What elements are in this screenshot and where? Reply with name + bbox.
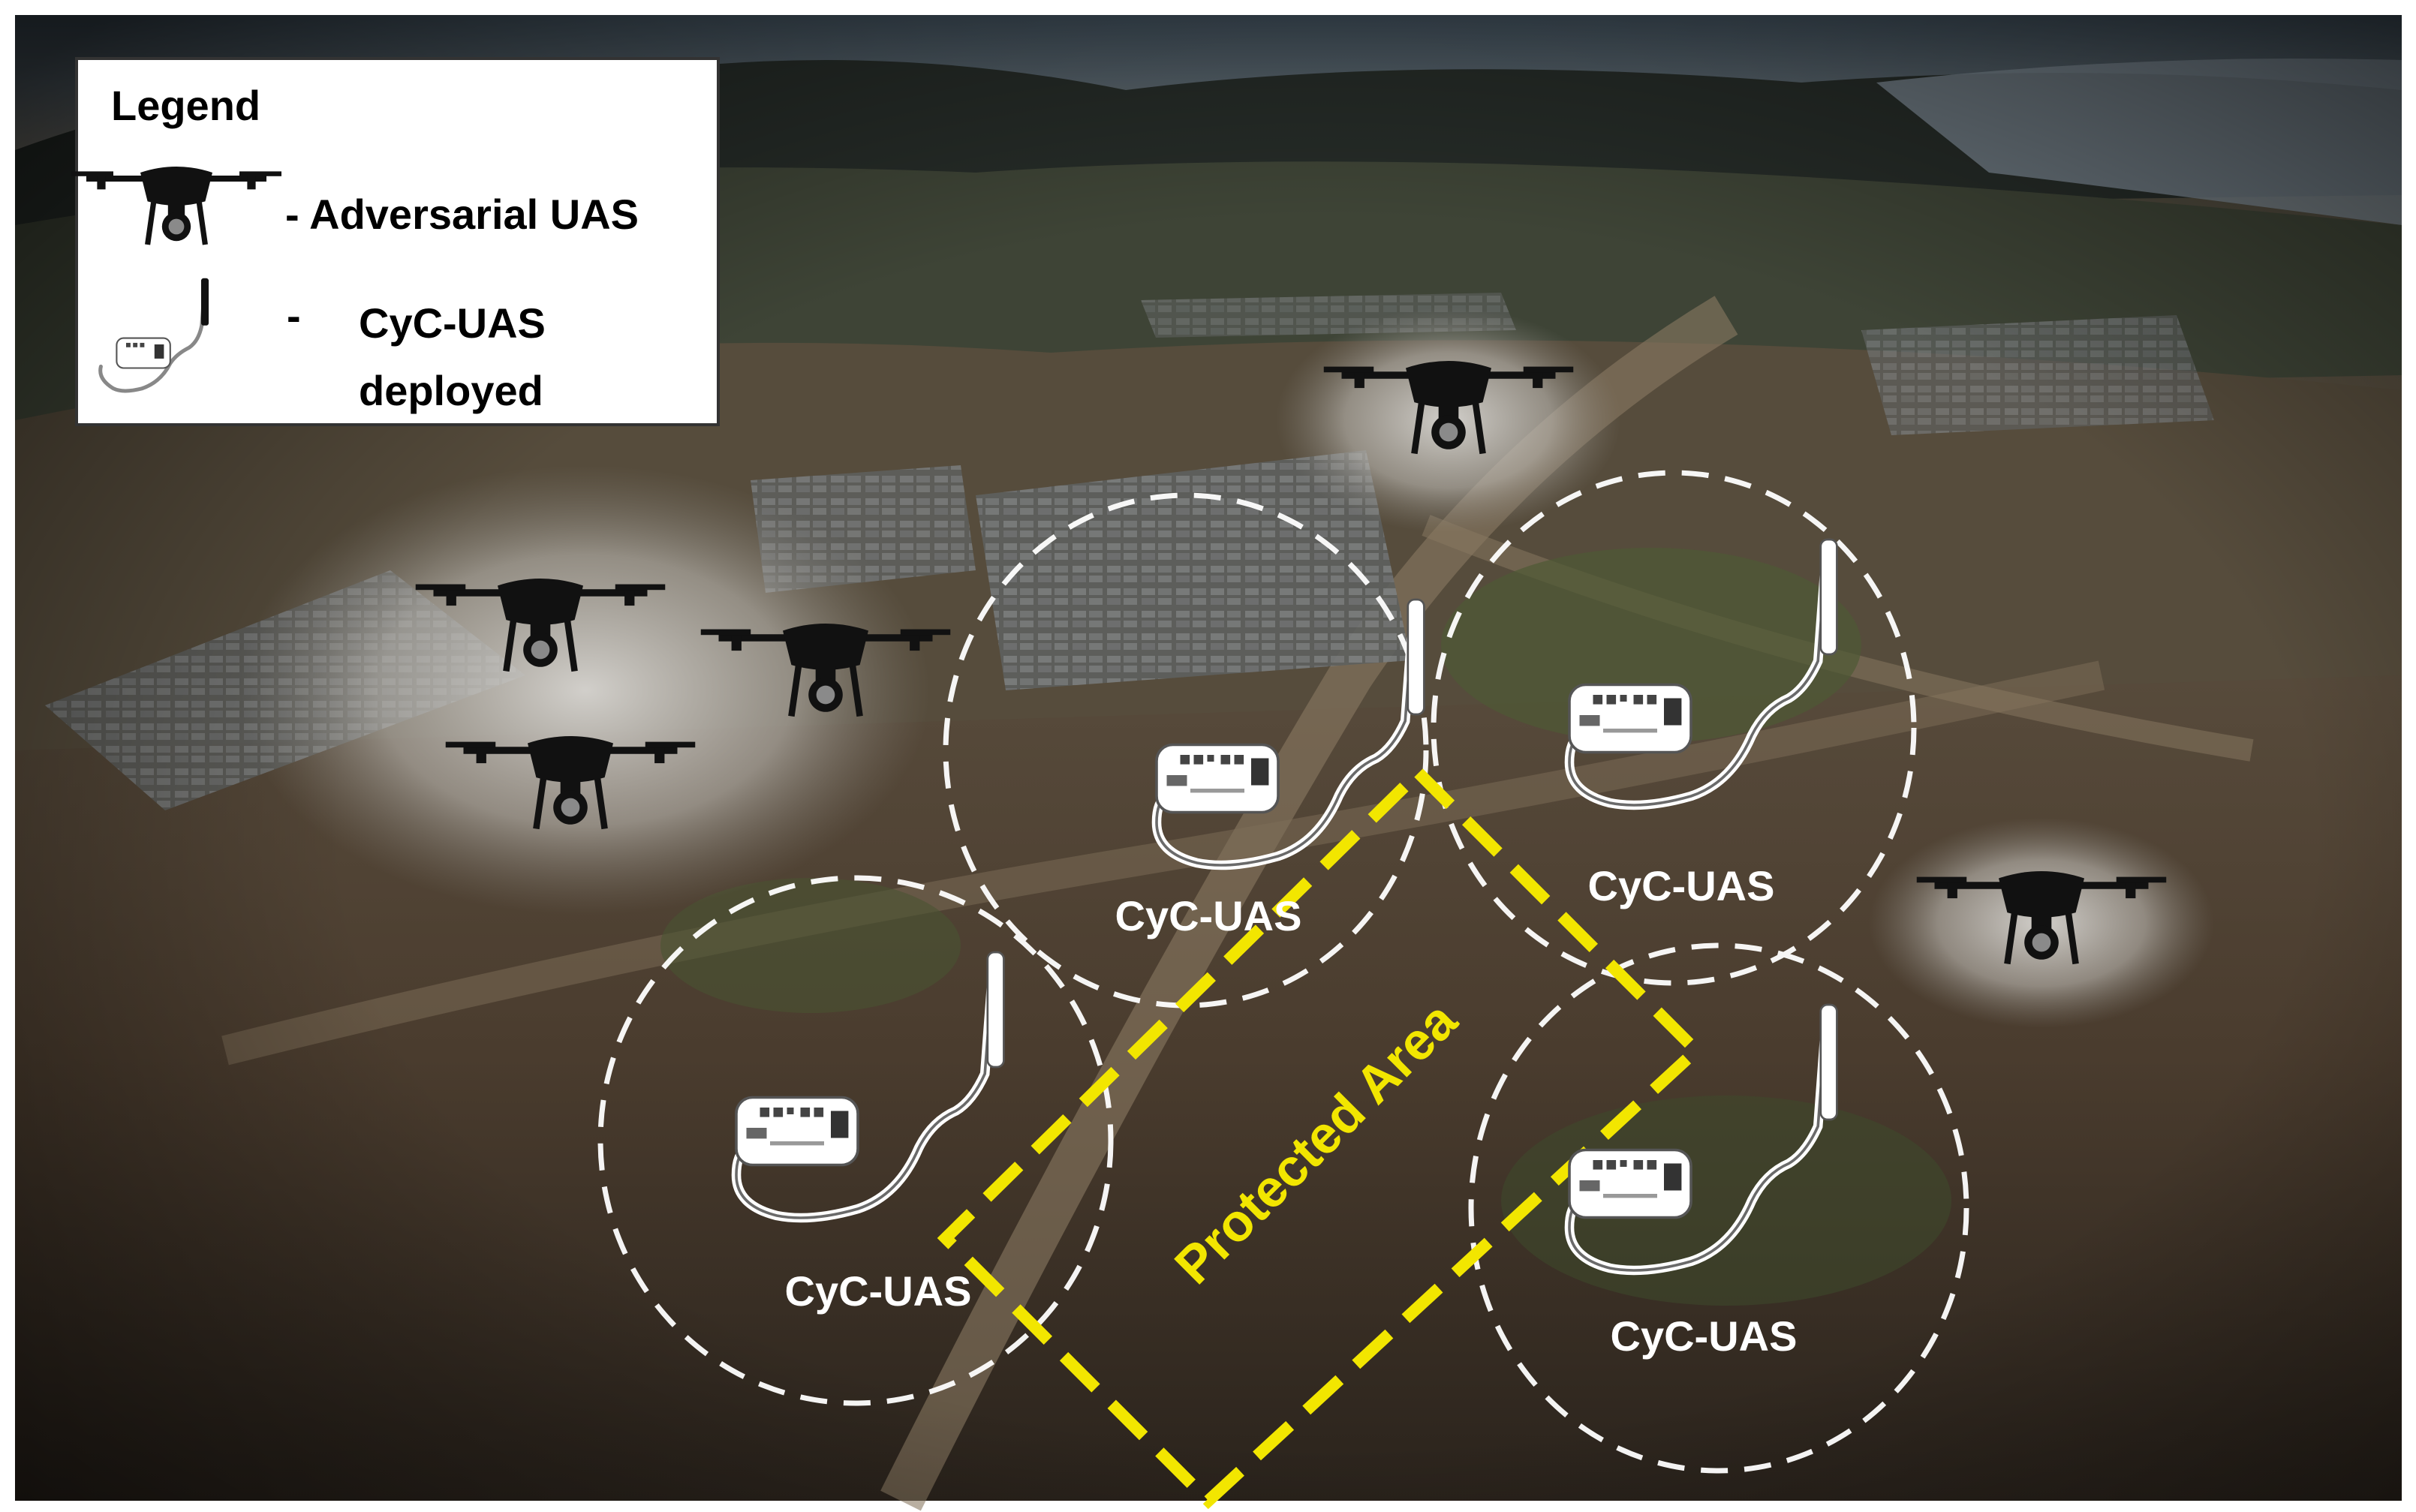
cyc-label: CyC-UAS [1611,1312,1798,1360]
coverage-zone [943,492,1429,1009]
cyc-device-icon [98,278,209,393]
cyc-units: CyC-UAS CyC-UAS CyC-UAS CyC-UAS [736,540,1837,1360]
cyc-label: CyC-UAS [785,1267,972,1315]
coverage-zone [1431,470,1917,986]
legend: Legend - Adversarial UAS - CyC-UAS deplo… [71,57,720,426]
cyc-coverage-zones [597,470,1969,1474]
legend-cyc-label-line1: CyC-UAS [359,299,546,347]
coverage-zone [1468,942,1969,1474]
cyc-label: CyC-UAS [1588,862,1775,909]
legend-cyc-label-line2: deployed [359,367,543,414]
coverage-zone [597,875,1114,1406]
legend-cyc-dash: - [287,292,301,339]
cyc-label: CyC-UAS [1115,892,1302,939]
legend-adversarial-label: - Adversarial UAS [285,191,639,238]
legend-title: Legend [111,82,260,129]
